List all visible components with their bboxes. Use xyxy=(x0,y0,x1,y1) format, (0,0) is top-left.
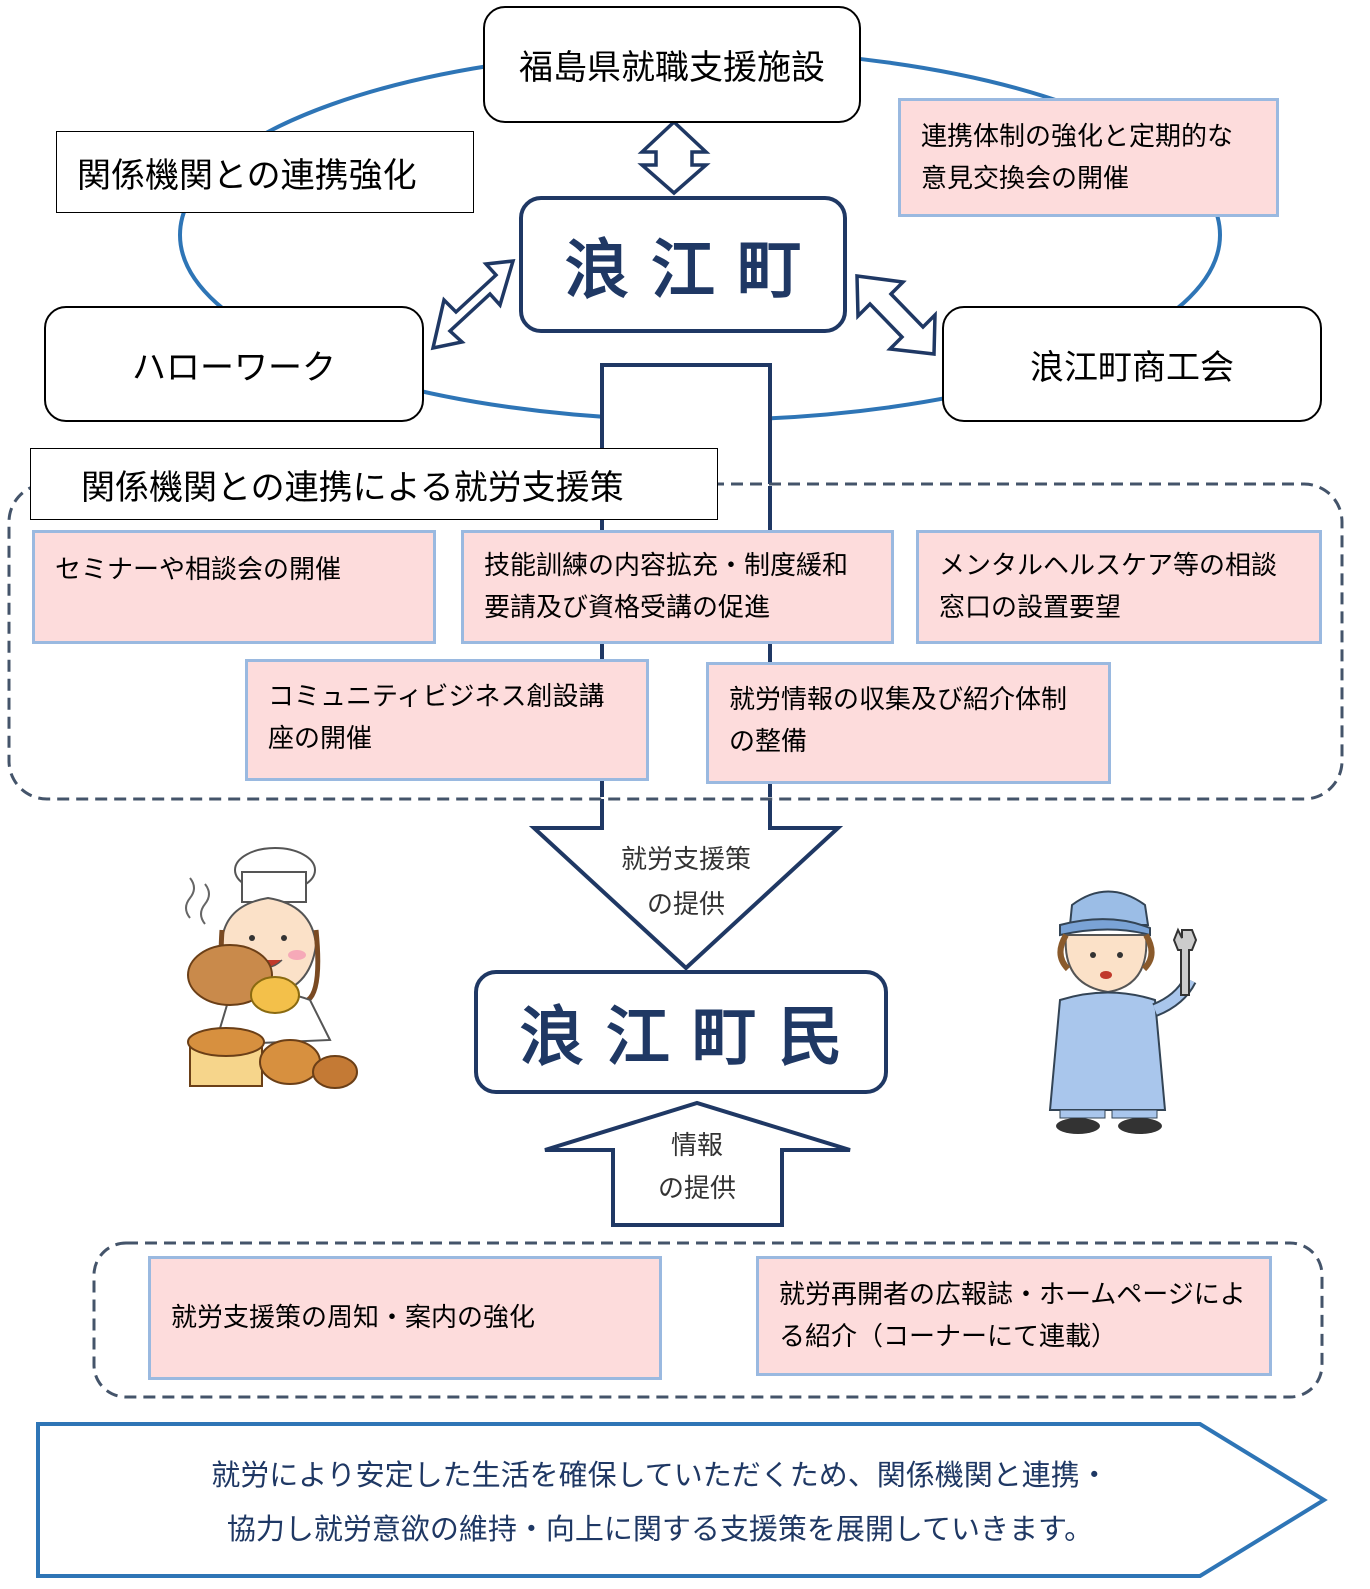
support-item: コミュニティビジネス創設講座の開催 xyxy=(245,659,649,781)
info-up-arrow xyxy=(544,1100,851,1227)
support-item-label: コミュニティビジネス創設講座の開催 xyxy=(268,682,605,754)
footer-line-2: 協力し就労意欲の維持・向上に関する支援策を展開していきます。 xyxy=(226,1512,1094,1546)
double-arrow-left xyxy=(430,258,516,351)
info-item: 就労支援策の周知・案内の強化 xyxy=(148,1256,662,1380)
footer-line-1: 就労により安定した生活を確保していただくため、関係機関と連携・ xyxy=(211,1458,1109,1492)
support-item: 就労情報の収集及び紹介体制の整備 xyxy=(706,662,1111,784)
support-section-title-box: 関係機関との連携による就労支援策 xyxy=(30,448,718,520)
residents-node: 浪 江 町 民 xyxy=(474,970,888,1094)
town-label: 浪 江 町 xyxy=(564,232,802,308)
support-item: 技能訓練の内容拡充・制度緩和要請及び資格受講の促進 xyxy=(461,530,894,644)
prefecture-label: 福島県就職支援施設 xyxy=(519,48,825,88)
town-node: 浪 江 町 xyxy=(519,196,847,333)
info-item-label: 就労再開者の広報誌・ホームページによる紹介（コーナーにて連載） xyxy=(779,1280,1246,1352)
commerce-node: 浪江町商工会 xyxy=(942,306,1322,422)
support-item-label: メンタルヘルスケア等の相談窓口の設置要望 xyxy=(939,551,1278,623)
info-arrow-label-1: 情報 xyxy=(671,1131,723,1161)
footer-message: 就労により安定した生活を確保していただくため、関係機関と連携・ 協力し就労意欲の… xyxy=(60,1448,1260,1556)
support-item-label: 就労情報の収集及び紹介体制の整備 xyxy=(729,685,1068,757)
double-arrow-right xyxy=(855,274,937,356)
prefecture-node: 福島県就職支援施設 xyxy=(483,6,861,123)
footer-arrow xyxy=(36,1422,1328,1578)
support-section-title: 関係機関との連携による就労支援策 xyxy=(81,467,624,508)
hellowork-node: ハローワーク xyxy=(44,306,424,422)
baker-illustration xyxy=(185,847,358,1089)
support-item-label: セミナーや相談会の開催 xyxy=(55,555,342,585)
double-arrow-vertical xyxy=(637,119,711,196)
info-item-label: 就労支援策の周知・案内の強化 xyxy=(171,1303,536,1333)
residents-label: 浪 江 町 民 xyxy=(519,1000,843,1075)
cooperation-title-box: 関係機関との連携強化 xyxy=(56,131,474,213)
info-arrow-label-2: の提供 xyxy=(658,1174,736,1204)
hellowork-label: ハローワーク xyxy=(132,347,336,388)
support-item: セミナーや相談会の開催 xyxy=(32,530,436,644)
cooperation-title: 関係機関との連携強化 xyxy=(77,155,417,196)
cooperation-note-box: 連携体制の強化と定期的な意見交換会の開催 xyxy=(898,98,1279,217)
support-item-label: 技能訓練の内容拡充・制度緩和要請及び資格受講の促進 xyxy=(484,551,849,623)
info-item: 就労再開者の広報誌・ホームページによる紹介（コーナーにて連載） xyxy=(756,1256,1272,1376)
support-item: メンタルヘルスケア等の相談窓口の設置要望 xyxy=(916,530,1322,644)
support-arrow-label-1: 就労支援策 xyxy=(621,845,751,875)
support-arrow-label-2: の提供 xyxy=(647,890,725,920)
mechanic-illustration xyxy=(1048,890,1198,1134)
cooperation-note: 連携体制の強化と定期的な意見交換会の開催 xyxy=(921,121,1234,194)
commerce-label: 浪江町商工会 xyxy=(1030,347,1234,388)
